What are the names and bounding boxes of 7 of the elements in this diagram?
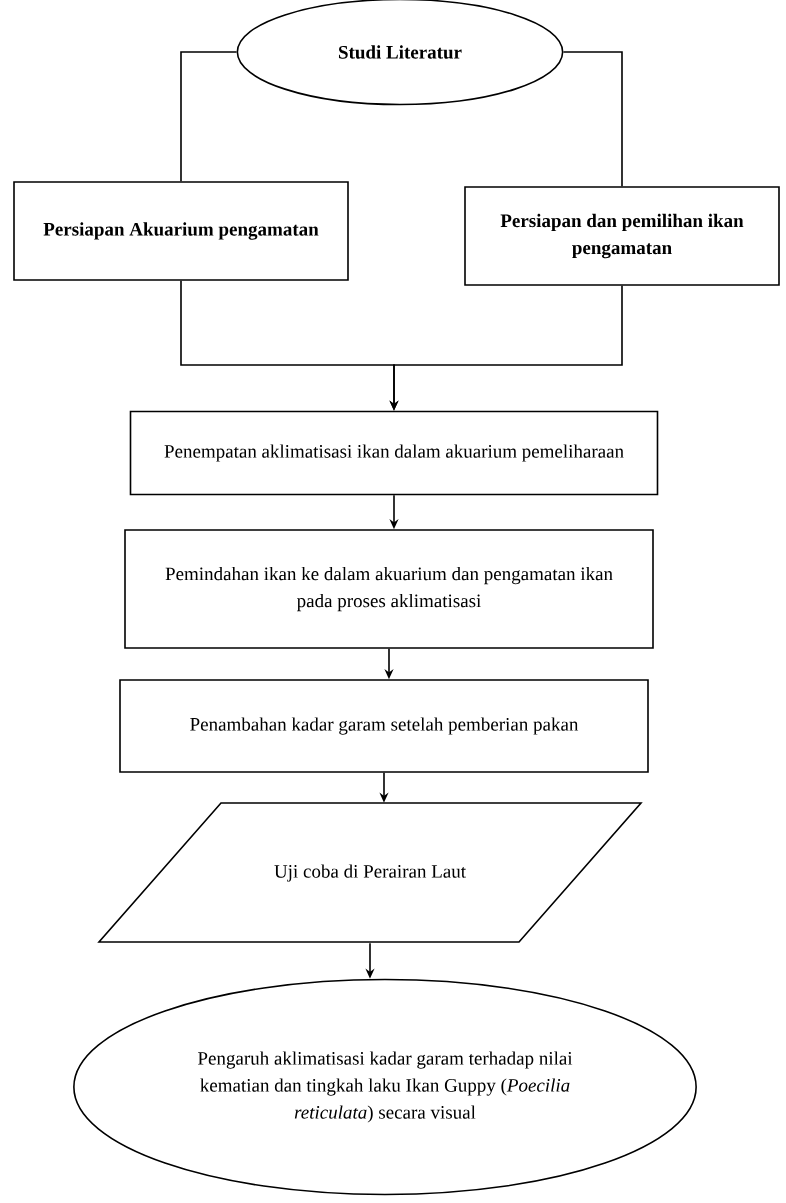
- connector-line: [180, 51, 238, 182]
- process-box: Penempatan aklimatisasi ikan dalam akuarium pemeliharaan: [129, 410, 659, 496]
- process-box: Persiapan dan pemilihan ikan pengamatan: [464, 186, 780, 286]
- process-box: Persiapan Akuarium pengamatan: [13, 181, 349, 281]
- connector-line: [562, 51, 623, 187]
- process-box: Pemindahan ikan ke dalam akuarium dan pengamatan ikan pada proses aklimatisasi: [124, 529, 654, 649]
- process-box: Penambahan kadar garam setelah pemberian pakan: [119, 679, 649, 773]
